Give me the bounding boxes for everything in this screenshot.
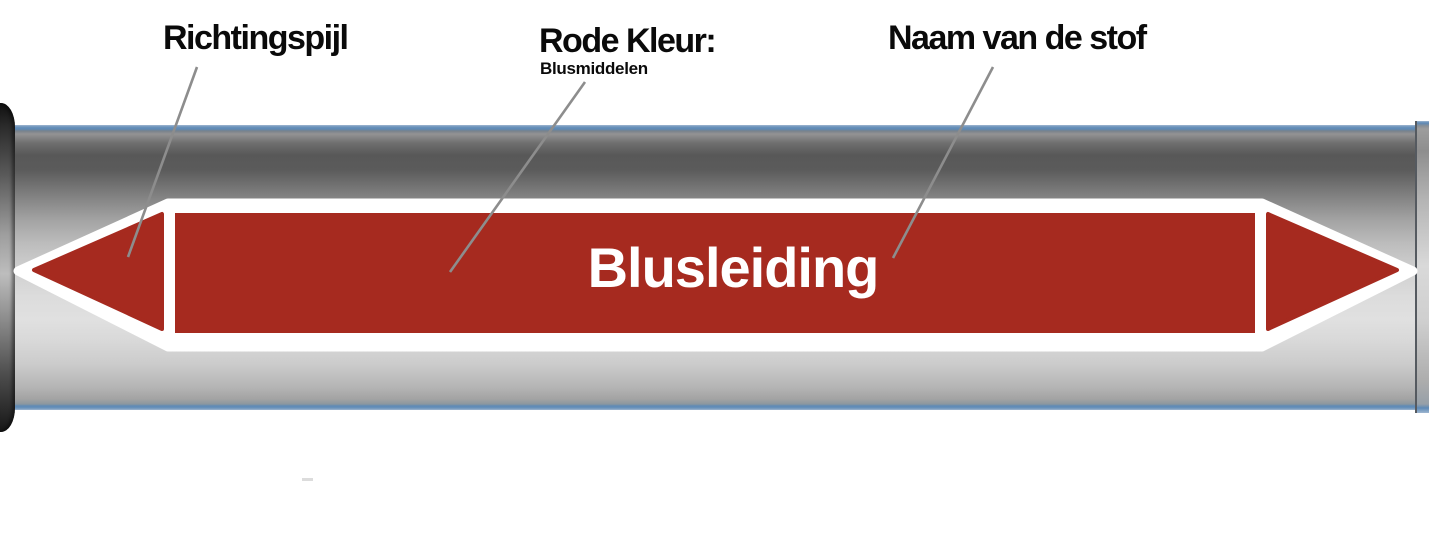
pipe-right-joint (1417, 121, 1429, 413)
callout-line-richtingspijl (126, 66, 199, 258)
callout-line-naam-van-de-stof (891, 66, 995, 259)
pipe-right-seam (1415, 121, 1417, 413)
callout-label-naam-van-de-stof: Naam van de stof (888, 19, 1147, 57)
callout-label-richtingspijl: Richtingspijl (163, 19, 349, 57)
callout-line-rode-kleur (448, 81, 587, 273)
pipe-left-cap (0, 103, 15, 432)
stray-mark (302, 478, 313, 481)
marker-right-arrowhead (1266, 212, 1399, 331)
marker-band (175, 213, 1255, 333)
callout-sublabel-blusmiddelen: Blusmiddelen (540, 59, 648, 78)
callout-label-rode-kleur: Rode Kleur: (539, 22, 717, 60)
marker-text: Blusleiding (588, 236, 879, 299)
marker-left-arrowhead (32, 212, 164, 331)
